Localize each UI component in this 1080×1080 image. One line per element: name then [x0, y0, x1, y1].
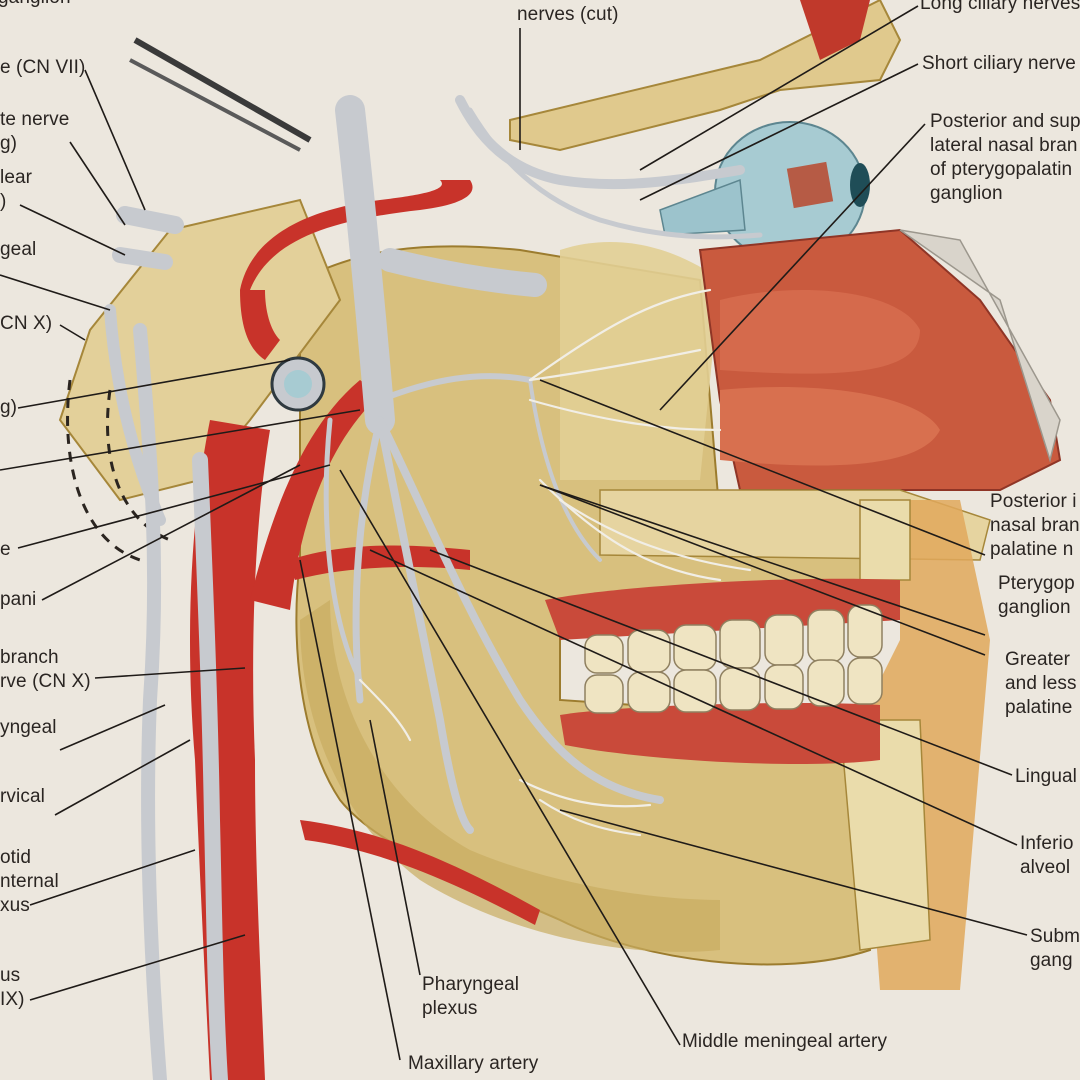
teeth-illustration: [584, 604, 883, 714]
label-pharyngeal-left: yngeal: [0, 717, 57, 738]
facial-canal-illustration: [270, 356, 326, 412]
label-maxillary-artery: Maxillary artery: [408, 1053, 539, 1074]
label-facial-nerve: e (CN VII): [0, 57, 86, 78]
label-inferior-alveolar: Inferio alveol: [1020, 833, 1074, 878]
label-left-g: g): [0, 397, 18, 418]
label-glossopharyngeal: geal: [0, 239, 37, 260]
palate-illustration: [599, 489, 991, 990]
label-branch-vagus: branch rve (CN X): [0, 647, 91, 692]
nasal-conchae-illustration: [698, 228, 1062, 491]
label-vestibulocochlear: lear ): [0, 167, 33, 212]
label-pterygopalatine-ganglion: Pterygop ganglion: [998, 573, 1075, 618]
label-pharyngeal-plexus: Pharyngeal plexus: [422, 974, 520, 1019]
label-greater-lesser-palatine: Greater and less palatine: [1005, 649, 1077, 718]
label-intermediate-nerve: te nerve g): [0, 109, 70, 154]
leader-lines: [0, 5, 1028, 1061]
label-chorda-tympani: pani: [0, 589, 37, 610]
label-posterior-inferior-nasal-branches: Posterior i nasal bran palatine n: [990, 491, 1080, 560]
label-short-ciliary-nerve: Short ciliary nerve: [922, 53, 1076, 74]
label-lingual: Lingual: [1015, 766, 1077, 787]
label-carotid-plexus: otid nternal xus: [0, 847, 59, 916]
fine-nerve-branches-illustration: [358, 288, 752, 837]
label-vagus-nerve: CN X): [0, 313, 53, 334]
label-nerves-cut: nerves (cut): [517, 4, 619, 25]
label-submandibular-ganglion: Subm gang: [1030, 926, 1080, 971]
nerve-bundles-illustration: [104, 95, 763, 1080]
label-left-e: e: [0, 539, 11, 560]
eyeball-illustration: [659, 121, 870, 263]
label-long-ciliary-nerves: Long ciliary nerves: [920, 0, 1080, 14]
label-middle-meningeal-artery: Middle meningeal artery: [682, 1031, 888, 1052]
label-cervical: rvical: [0, 786, 45, 807]
orbit-roof-illustration: [509, 0, 902, 152]
forceps-illustration: [129, 37, 312, 152]
label-ganglion-left: ganglion: [0, 0, 71, 10]
label-plexus-ix: us IX): [0, 965, 25, 1010]
label-posterior-superior-lateral-nasal-branches: Posterior and sup lateral nasal bran of …: [930, 111, 1080, 204]
